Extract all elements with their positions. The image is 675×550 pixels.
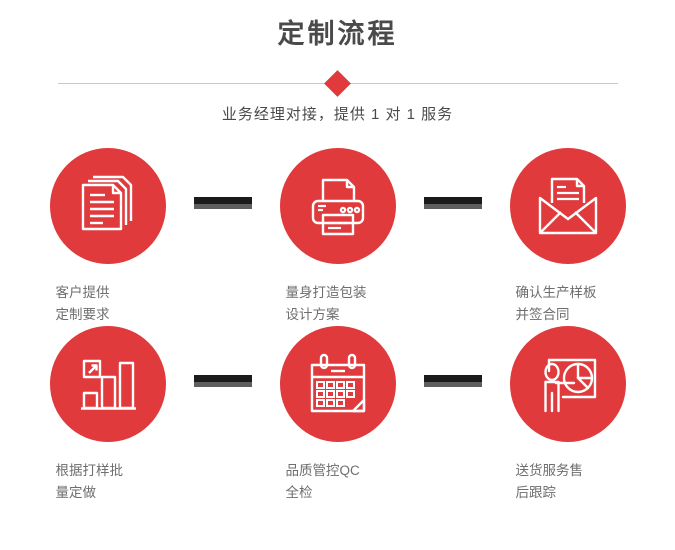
flow-step-6-circle bbox=[509, 326, 626, 442]
flow-step-5[interactable]: 品质管控QC 全检 bbox=[252, 326, 424, 504]
flow-row-top: 客户提供 定制要求 bbox=[0, 148, 675, 326]
presenter-pie-chart-icon bbox=[543, 358, 596, 413]
horizontal-arrow-bar-icon bbox=[193, 197, 252, 209]
flow-step-6[interactable]: 送货服务售 后跟踪 bbox=[482, 326, 654, 504]
flow-step-6-label: 送货服务售 后跟踪 bbox=[515, 463, 584, 500]
flow-step-4-circle bbox=[49, 326, 166, 442]
page-header: 定制流程 业务经理对接，提供 1 对 1 服务 bbox=[0, 0, 675, 126]
flow-step-3-circle bbox=[509, 148, 626, 264]
flow-step-2[interactable]: 量身打造包装 设计方案 bbox=[252, 148, 424, 326]
flow-step-4[interactable]: 根据打样批 量定做 bbox=[22, 326, 194, 504]
printer-icon bbox=[311, 178, 364, 236]
flow-step-1[interactable]: 客户提供 定制要求 bbox=[22, 148, 194, 326]
flow-step-3-label: 确认生产样板 并签合同 bbox=[515, 285, 597, 322]
flow-step-5-circle bbox=[279, 326, 396, 442]
diamond-divider-icon bbox=[324, 69, 351, 97]
connector-5-6 bbox=[423, 326, 482, 387]
horizontal-arrow-bar-icon bbox=[193, 375, 252, 387]
page-title: 定制流程 bbox=[277, 19, 398, 49]
bar-chart-growth-icon bbox=[80, 359, 136, 410]
flow-step-5-label: 品质管控QC 全检 bbox=[285, 463, 360, 500]
process-flow: 客户提供 定制要求 bbox=[0, 148, 675, 504]
connector-4-5 bbox=[193, 326, 252, 387]
calendar-icon bbox=[310, 353, 365, 413]
flow-row-bottom: 根据打样批 量定做 bbox=[0, 326, 675, 504]
connector-2-3 bbox=[423, 148, 482, 209]
envelope-letter-icon bbox=[538, 177, 597, 235]
flow-step-2-circle bbox=[279, 148, 396, 264]
connector-1-2 bbox=[193, 148, 252, 209]
page-subtitle: 业务经理对接，提供 1 对 1 服务 bbox=[221, 106, 454, 123]
flow-step-3[interactable]: 确认生产样板 并签合同 bbox=[482, 148, 654, 326]
horizontal-arrow-bar-icon bbox=[423, 197, 482, 209]
flow-step-1-circle bbox=[49, 148, 166, 264]
horizontal-arrow-bar-icon bbox=[423, 375, 482, 387]
section-divider bbox=[57, 69, 618, 97]
flow-step-1-label: 客户提供 定制要求 bbox=[55, 285, 110, 322]
flow-step-4-label: 根据打样批 量定做 bbox=[55, 463, 124, 500]
flow-step-2-label: 量身打造包装 设计方案 bbox=[285, 285, 367, 322]
documents-stack-icon bbox=[81, 175, 132, 231]
